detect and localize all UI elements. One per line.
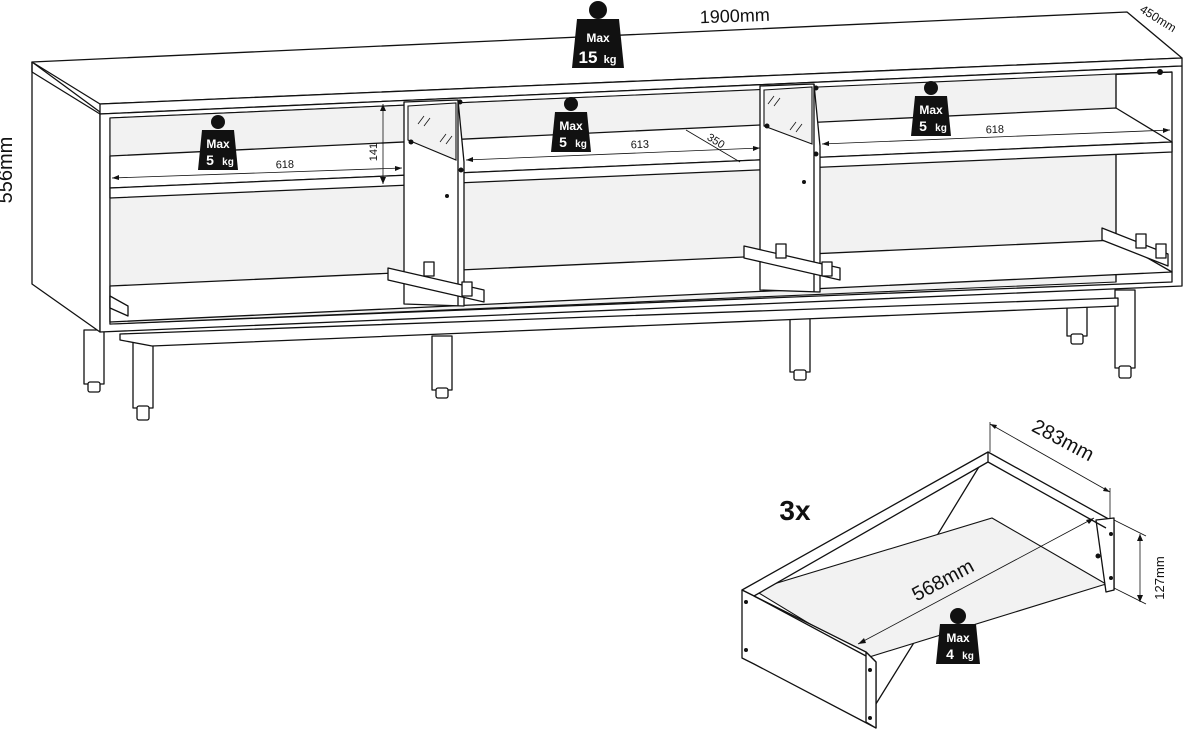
left-side-panel — [31, 61, 101, 333]
right-width-label: 618 — [986, 124, 1005, 137]
weight-badge-left-shelf: Max 5 kg — [198, 115, 238, 170]
runner-far-left — [109, 295, 129, 317]
weight-badge-middle-shelf: Max 5 kg — [551, 97, 591, 152]
svg-text:15: 15 — [579, 48, 598, 67]
svg-text:Max: Max — [946, 631, 970, 645]
base-rail — [119, 297, 1119, 347]
svg-text:kg: kg — [222, 157, 234, 168]
middle-width-label: 613 — [631, 139, 650, 152]
runner-left — [387, 261, 485, 303]
leg-front-middle — [431, 335, 453, 399]
compartment-dimensions: 618 613 618 141 350 — [111, 104, 1171, 184]
width-label: 1900mm — [699, 5, 770, 27]
svg-text:kg: kg — [935, 123, 947, 134]
svg-text:Max: Max — [586, 31, 610, 45]
leg-back-left — [83, 329, 105, 393]
left-width-label: 618 — [276, 159, 295, 172]
svg-text:Max: Max — [559, 119, 583, 133]
height-label: 556mm — [0, 137, 17, 204]
svg-text:5: 5 — [206, 152, 214, 168]
leg-front-right — [1114, 289, 1136, 379]
svg-text:Max: Max — [919, 103, 943, 117]
drawer-height-label: 127mm — [1152, 556, 1167, 599]
runner-right — [1101, 227, 1169, 267]
svg-text:kg: kg — [575, 139, 587, 150]
leg-front-left — [132, 333, 154, 421]
leg-back-right — [1066, 303, 1088, 345]
drawer-quantity: 3x — [779, 495, 811, 526]
weight-badge-top: Max 15 kg — [572, 1, 624, 68]
weight-badge-drawer: Max 4 kg — [936, 608, 980, 664]
svg-text:Max: Max — [206, 137, 230, 151]
opening-height-label: 141 — [368, 143, 380, 161]
runner-middle — [743, 243, 841, 281]
leg-back-middle — [789, 317, 811, 381]
legs — [83, 289, 1136, 421]
svg-text:kg: kg — [604, 54, 617, 66]
weight-badge-right-shelf: Max 5 kg — [911, 81, 951, 136]
svg-text:5: 5 — [919, 118, 927, 134]
svg-text:4: 4 — [946, 646, 954, 662]
svg-text:5: 5 — [559, 134, 567, 150]
drawer-width-label: 283mm — [1028, 415, 1097, 466]
svg-text:kg: kg — [962, 651, 974, 662]
drawer-detail: 3x 568mm 283mm — [741, 415, 1167, 729]
